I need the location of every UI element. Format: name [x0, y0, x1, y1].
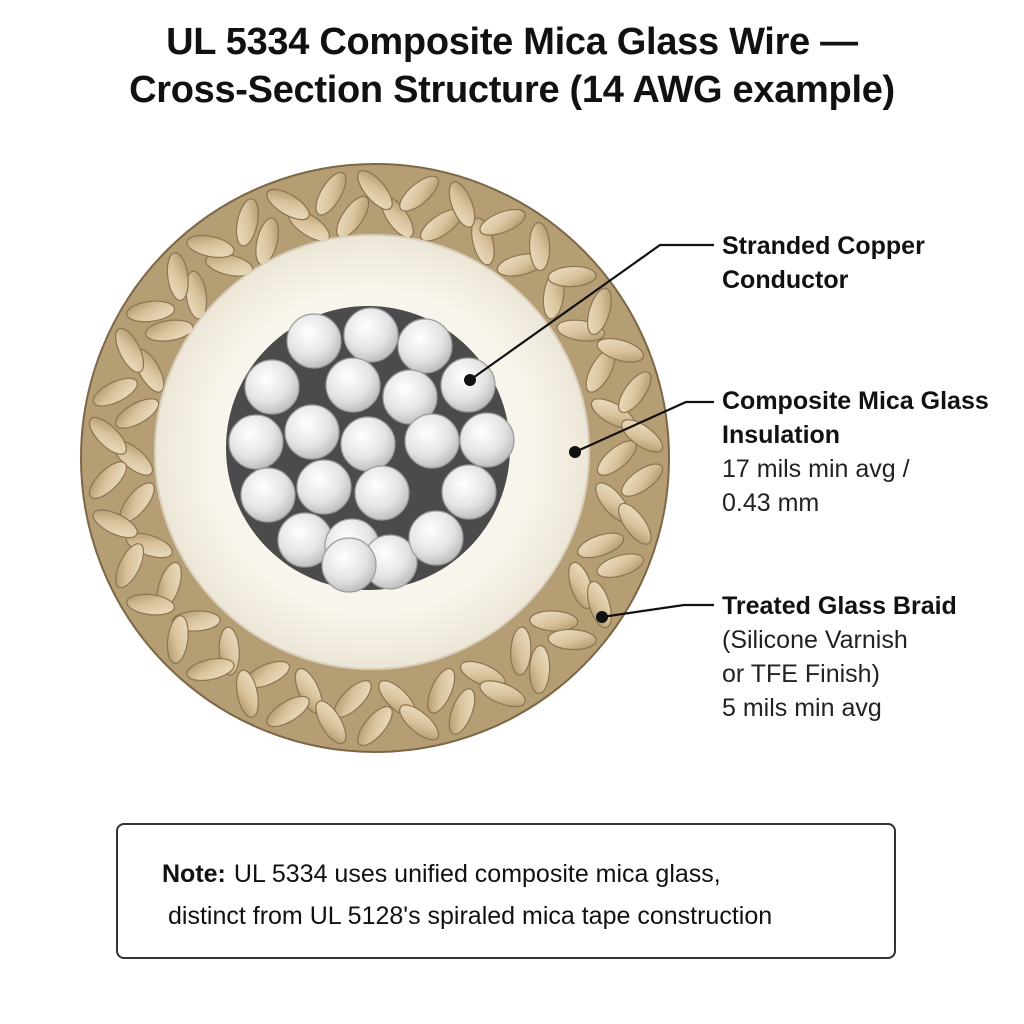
braid-weave-cell [448, 181, 476, 228]
braid-callout: Treated Glass Braid (Silicone Varnish or… [722, 589, 957, 725]
insulation-callout: Composite Mica Glass Insulation 17 mils … [722, 384, 989, 520]
conductor-strand [404, 413, 460, 469]
insulation-detail-line-2: 0.43 mm [722, 489, 820, 517]
conductor-strand [286, 313, 342, 369]
braid-weave-cell [547, 265, 597, 288]
braid-weave-cell [529, 610, 579, 632]
conductor-strand [343, 307, 399, 363]
conductor-strand [244, 359, 300, 415]
braid-weave-cell [126, 300, 176, 323]
title-line-1: UL 5334 Composite Mica Glass Wire — [166, 21, 858, 63]
braid-weave-cell [596, 553, 645, 579]
braid-weave-cell [617, 502, 652, 545]
conductor-strand [284, 404, 340, 460]
leader-line-insulation [574, 400, 714, 454]
conductor-strand [408, 510, 464, 566]
braid-weave-cell [115, 398, 160, 429]
note-text-line-2: distinct from UL 5128's spiraled mica ta… [168, 902, 773, 930]
braid-weave-cell [621, 419, 664, 453]
braid-weave-cell [427, 667, 456, 714]
leader-line-conductor [469, 243, 714, 381]
braid-weave-cell [88, 416, 127, 455]
conductor-heading-line-1: Stranded Copper [722, 232, 925, 260]
conductor-strand [228, 414, 284, 470]
braid-weave-cell [399, 175, 440, 212]
leader-dot-braid [596, 611, 608, 623]
braid-heading-line-1: Treated Glass Braid [722, 592, 957, 620]
insulation-heading-line-2: Insulation [722, 421, 841, 449]
braid-weave-cell [144, 319, 194, 342]
braid-weave-cell [399, 704, 440, 741]
braid-weave-cell [357, 169, 393, 211]
conductor-strand [321, 537, 377, 593]
braid-weave-cell [528, 644, 551, 695]
braid-weave-cell [596, 337, 645, 363]
note-line-1: Note:UL 5334 uses unified composite mica… [118, 853, 894, 895]
braid-weave-cell [448, 688, 476, 735]
braid-weave-cell [92, 377, 138, 407]
conductor-strand [354, 465, 410, 521]
insulation-detail-line-1: 17 mils min avg / [722, 455, 910, 483]
conductor-strand [296, 459, 352, 515]
braid-detail-line-3: 5 mils min avg [722, 694, 882, 722]
braid-weave-cell [266, 188, 310, 221]
braid-weave-cell [266, 695, 310, 728]
braid-weave-cell [315, 700, 347, 745]
braid-weave-cell [586, 287, 612, 336]
leader-line-braid [601, 603, 714, 619]
braid-weave-cell [357, 705, 393, 747]
title-line-2: Cross-Section Structure (14 AWG example) [129, 69, 895, 111]
leader-dot-insulation [569, 446, 581, 458]
conductor-strand [459, 412, 515, 468]
leader-lines [469, 243, 714, 619]
braid-weave-cell [115, 327, 145, 373]
note-box: Note:UL 5334 uses unified composite mica… [116, 823, 896, 959]
braid-weave-cell [126, 593, 176, 616]
braid-weave-cell [115, 543, 145, 589]
braid-weave-cell [166, 252, 189, 301]
conductor-heading-line-2: Conductor [722, 266, 849, 294]
braid-weave-cell [235, 669, 259, 718]
braid-weave-cell [315, 171, 347, 216]
leader-dot-conductor [464, 374, 476, 386]
braid-weave-cell [528, 221, 551, 272]
braid-weave-cell [185, 270, 208, 320]
conductor-strand [240, 467, 296, 523]
conductor-strand [397, 318, 453, 374]
note-label: Note: [162, 860, 226, 888]
braid-weave-cell [547, 628, 597, 651]
braid-weave-cell [577, 532, 625, 559]
insulation-heading-line-1: Composite Mica Glass [722, 387, 989, 415]
braid-weave-cell [479, 680, 526, 708]
conductor-strand [441, 464, 497, 520]
page-title: UL 5334 Composite Mica Glass Wire — Cros… [0, 18, 1024, 114]
braid-weave-cell [235, 198, 259, 247]
conductor-strand [382, 369, 438, 425]
braid-weave-cell [621, 463, 664, 497]
conductor-strand [340, 416, 396, 472]
conductor-callout: Stranded Copper Conductor [722, 229, 925, 297]
braid-weave-cell [186, 657, 235, 682]
braid-weave-cell [617, 371, 652, 414]
conductor-strand [325, 357, 381, 413]
note-text-line-1: UL 5334 uses unified composite mica glas… [233, 860, 721, 888]
braid-weave-cell [479, 208, 526, 236]
braid-weave-cell [166, 615, 189, 664]
braid-weave-cell [186, 234, 235, 259]
braid-weave-cell [510, 626, 532, 676]
braid-weave-cell [92, 509, 138, 539]
braid-weave-cell [88, 461, 127, 500]
braid-detail-line-2: or TFE Finish) [722, 660, 880, 688]
braid-detail-line-1: (Silicone Varnish [722, 626, 908, 654]
